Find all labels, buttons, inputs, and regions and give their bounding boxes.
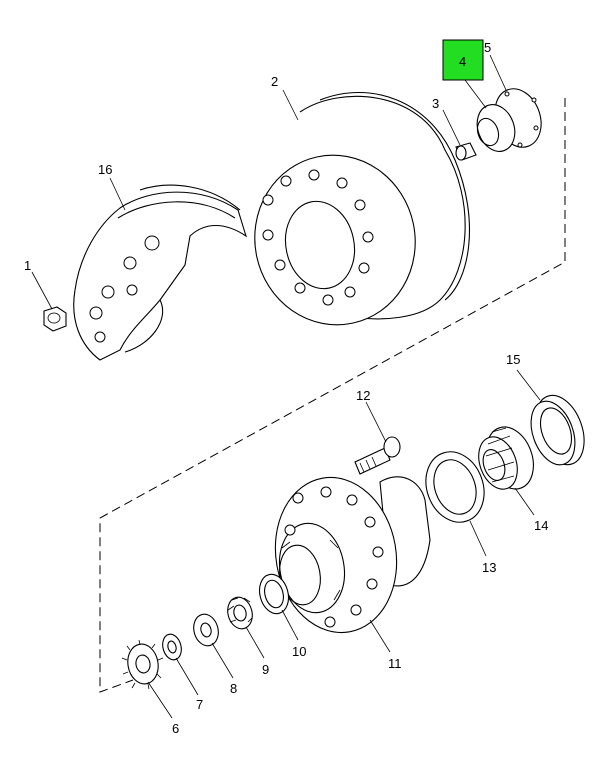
part-1-nut bbox=[43, 306, 67, 332]
shield-hole bbox=[94, 331, 106, 343]
callout-12: 12 bbox=[356, 388, 370, 403]
drum-stud-hole bbox=[274, 259, 286, 271]
part-3-plug bbox=[455, 142, 477, 161]
assembly-boundary bbox=[99, 98, 566, 693]
callout-10: 10 bbox=[292, 644, 306, 659]
part-11-wheel-hub bbox=[274, 476, 431, 634]
shield-hole bbox=[89, 306, 103, 320]
callout-4: 4 bbox=[459, 54, 466, 69]
shield-hole bbox=[101, 285, 115, 299]
drum-stud-hole bbox=[358, 262, 370, 274]
shield-hole bbox=[123, 256, 137, 270]
callout-15: 15 bbox=[506, 352, 520, 367]
part-10-seal bbox=[258, 573, 290, 615]
callout-16: 16 bbox=[98, 162, 112, 177]
part-14-roller-bearing bbox=[478, 426, 534, 490]
part-15-bearing-cup bbox=[530, 394, 585, 466]
part-5-hub-cap bbox=[476, 88, 542, 152]
callout-13: 13 bbox=[482, 560, 496, 575]
callout-14: 14 bbox=[534, 518, 548, 533]
drum-stud-hole bbox=[262, 194, 274, 206]
part-8-washer bbox=[193, 613, 219, 647]
part-13-bearing-cup bbox=[425, 451, 485, 523]
drum-stud-hole bbox=[362, 231, 374, 243]
shield-hole bbox=[144, 235, 160, 251]
drum-stud-hole bbox=[262, 229, 274, 241]
shield-hole bbox=[126, 284, 138, 296]
callout-3: 3 bbox=[432, 96, 439, 111]
drum-stud-hole bbox=[280, 175, 292, 187]
part-16-brake-shield bbox=[73, 184, 247, 361]
callout-9: 9 bbox=[262, 662, 269, 677]
callout-6: 6 bbox=[172, 721, 179, 736]
part-6-gear-nut bbox=[121, 639, 164, 690]
part-2-brake-drum bbox=[254, 92, 471, 326]
callout-7: 7 bbox=[196, 697, 203, 712]
drum-stud-hole bbox=[354, 199, 366, 211]
drum-stud-hole bbox=[336, 177, 348, 189]
drum-stud-hole bbox=[294, 282, 306, 294]
part-12-stud-bolt bbox=[354, 436, 401, 475]
callout-8: 8 bbox=[230, 681, 237, 696]
highlight-box-part-4 bbox=[442, 39, 484, 81]
callout-5: 5 bbox=[484, 40, 491, 55]
drum-stud-hole bbox=[308, 169, 320, 181]
part-7-washer bbox=[162, 633, 182, 661]
drum-stud-hole bbox=[344, 286, 356, 298]
drum-stud-hole bbox=[322, 294, 334, 306]
callout-1: 1 bbox=[24, 258, 31, 273]
leader-lines bbox=[31, 54, 541, 719]
callout-2: 2 bbox=[271, 74, 278, 89]
part-9-bearing-cone bbox=[227, 596, 253, 630]
callout-11: 11 bbox=[388, 656, 402, 671]
